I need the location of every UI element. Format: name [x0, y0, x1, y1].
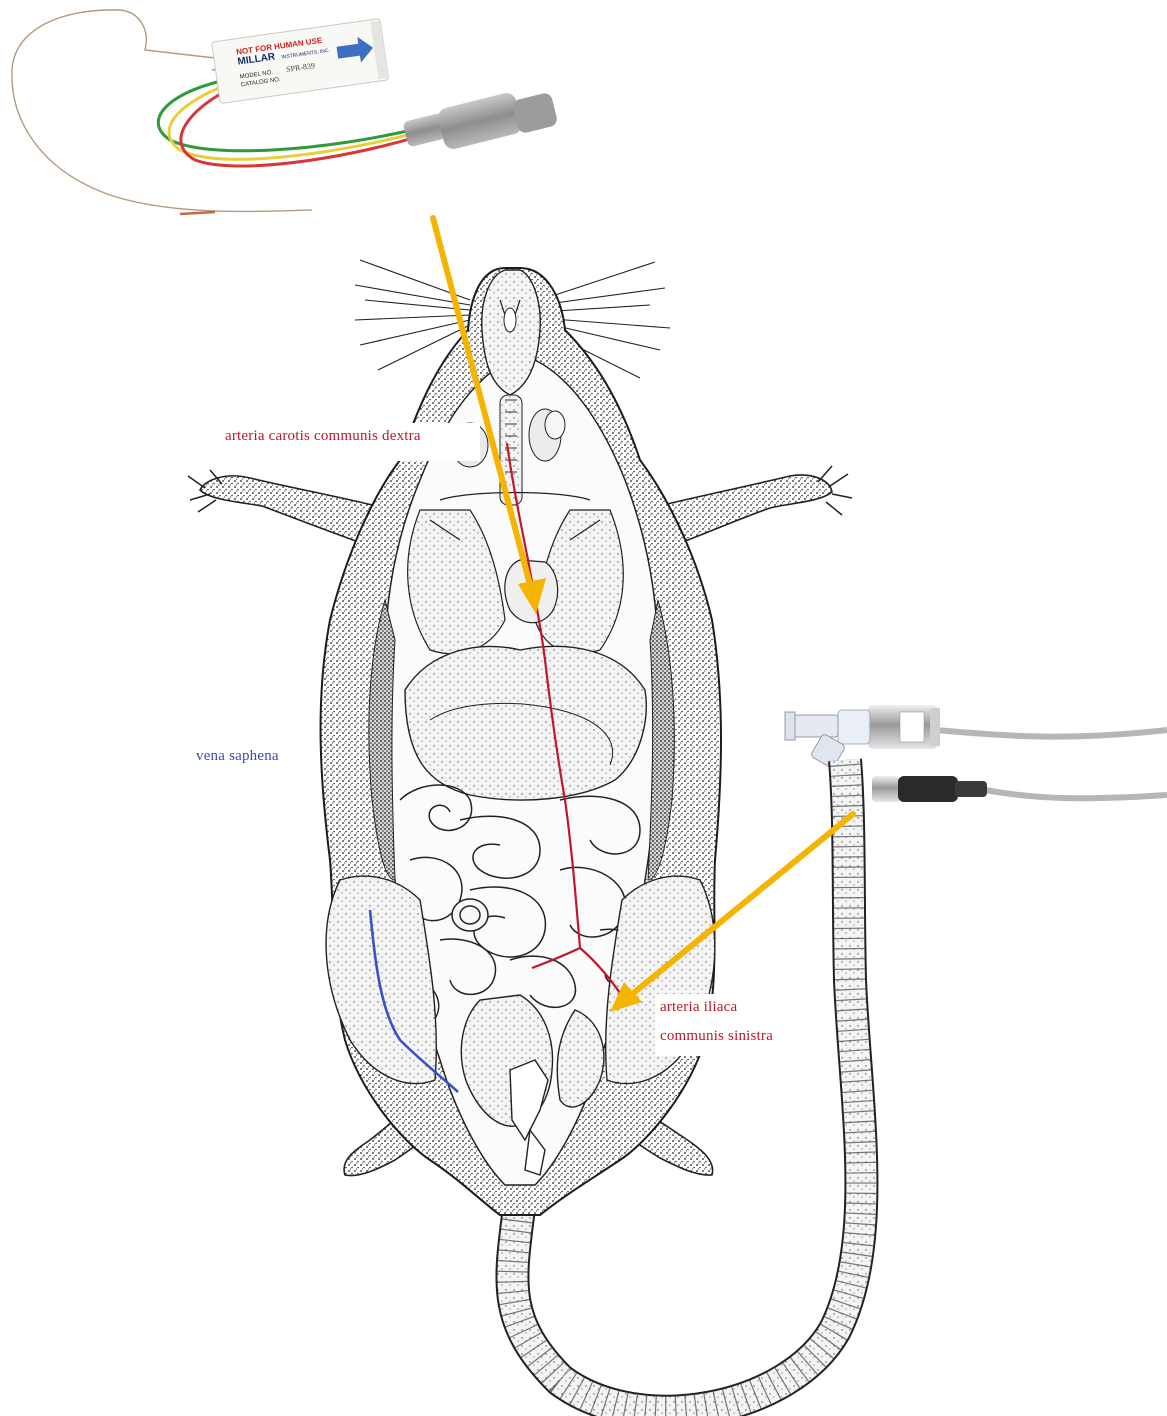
transducer-cable-lower	[985, 790, 1167, 798]
liver	[405, 646, 646, 800]
label-vena-saphena: vena saphena	[196, 748, 279, 765]
lemo-connector	[402, 91, 558, 151]
transducer-cable-upper	[935, 730, 1167, 737]
label-arteria-carotis: arteria carotis communis dextra	[225, 428, 421, 445]
millar-catheter-photo: NOT FOR HUMAN USE MILLAR INSTRUMENTS, IN…	[12, 10, 559, 214]
label-arteria-iliaca-line1: arteria iliaca	[660, 999, 737, 1016]
wire-red	[181, 82, 420, 166]
label-arteria-iliaca-line2: communis sinistra	[660, 1028, 773, 1045]
catheter-label-box: NOT FOR HUMAN USE MILLAR INSTRUMENTS, IN…	[212, 18, 389, 103]
